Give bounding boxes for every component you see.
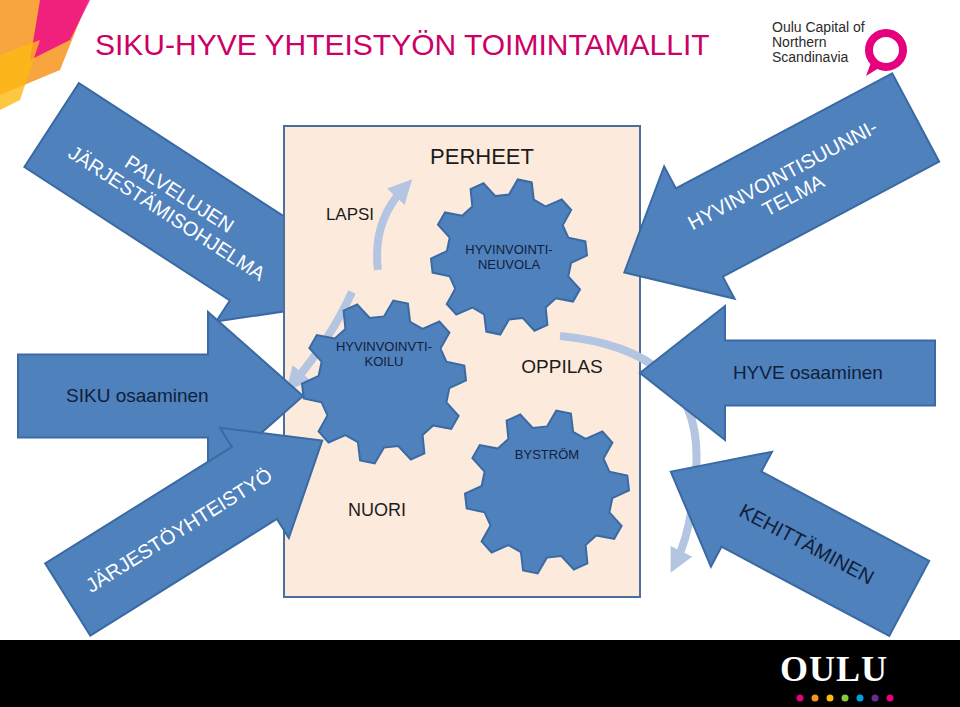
group-box: PERHEET LAPSI OPPILAS NUORI HYVINVOINTI- NEU… — [283, 125, 641, 598]
gear-label: HYVINVOINVTI- KOILU — [324, 339, 444, 369]
gear-shape: BYSTRÖM — [465, 410, 629, 574]
arrow-text: SIKU osaaminen — [26, 355, 249, 438]
gear-path — [465, 411, 629, 574]
group-label: PERHEET — [430, 144, 534, 170]
footer-dots — [797, 695, 894, 702]
slide-title: SIKU-HYVE YHTEISTYÖN TOIMINTAMALLIT — [95, 28, 710, 62]
input-arrow: KEHITTÄMINEN — [640, 414, 939, 656]
input-arrow: HYVINVOINTISUUNNI- TELMA — [589, 51, 951, 338]
logo-text: Oulu Capital of Northern Scandinavia — [772, 20, 868, 65]
logo-ring-tail — [866, 60, 882, 76]
arrow-text: HYVINVOINTISUUNNI- TELMA — [644, 77, 932, 294]
yellow-shape — [0, 40, 40, 110]
gear-outline — [302, 300, 466, 464]
arrow-outline — [640, 306, 935, 440]
gear-shape: HYVINVOINTI- NEUVOLA — [431, 179, 587, 335]
gear-outline — [465, 410, 629, 574]
arrow-text: PALVELUJEN JÄRJESTÄMISOHJELMA — [31, 88, 315, 321]
arrow-text: KEHITTÄMINEN — [691, 456, 922, 632]
group-label: LAPSI — [326, 205, 374, 225]
gear-shape: HYVINVOINVTI- KOILU — [302, 300, 466, 464]
group-label: OPPILAS — [521, 356, 602, 378]
gear-path — [431, 180, 587, 335]
gear-label: HYVINVOINTI- NEUVOLA — [449, 242, 569, 272]
input-arrow: HYVE osaaminen — [640, 306, 935, 440]
group-label: NUORI — [348, 500, 406, 521]
gear-label: BYSTRÖM — [487, 447, 607, 462]
arrow-text: HYVE osaaminen — [689, 341, 927, 406]
arrow-outline — [589, 51, 951, 338]
cycle-arrow — [377, 188, 404, 270]
footer-logo: OULU — [780, 648, 888, 690]
gear-path — [302, 301, 466, 464]
pink-shape — [30, 0, 90, 60]
arrow-text: JÄRJESTÖYHTEISTYÖ — [52, 429, 306, 631]
arrow-outline — [33, 385, 356, 654]
footer-bar — [0, 640, 960, 707]
arrow-outline — [640, 414, 939, 656]
